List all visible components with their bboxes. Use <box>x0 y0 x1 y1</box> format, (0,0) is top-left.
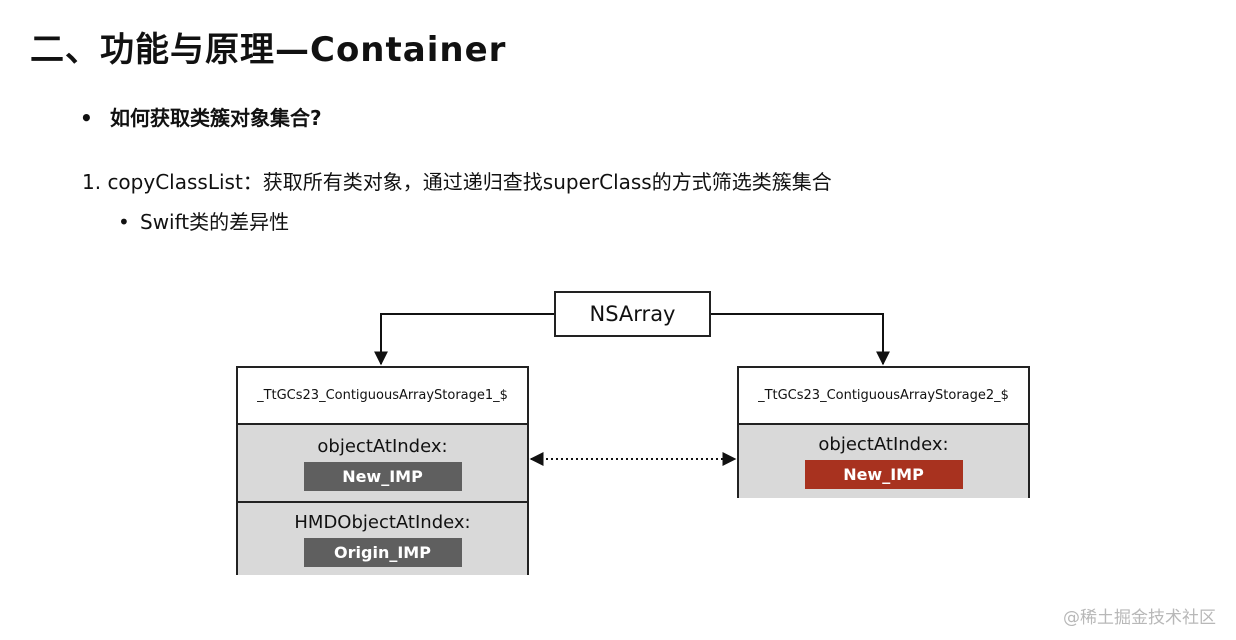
step-one-text: 1. copyClassList：获取所有类对象，通过递归查找superClas… <box>82 170 832 194</box>
left-method1-label: objectAtIndex: <box>317 435 448 457</box>
arrow-to-left-class <box>374 313 554 366</box>
arrow-to-right-class <box>711 313 890 366</box>
swift-bullet: • Swift类的差异性 <box>118 206 289 235</box>
left-method2-section: HMDObjectAtIndex: Origin_IMP <box>238 501 527 575</box>
left-class-box: _TtGCs23_ContiguousArrayStorage1_$ objec… <box>236 366 529 575</box>
left-method1-imp: New_IMP <box>303 461 462 491</box>
bullet-dot: • <box>118 210 130 234</box>
swift-bullet-text: Swift类的差异性 <box>140 210 290 234</box>
question-bullet: • 如何获取类簇对象集合? <box>80 102 322 131</box>
bullet-dot: • <box>80 106 93 130</box>
left-method2-label: HMDObjectAtIndex: <box>294 511 471 533</box>
right-class-box: _TtGCs23_ContiguousArrayStorage2_$ objec… <box>737 366 1030 498</box>
slide-title: 二、功能与原理—Container <box>30 30 507 70</box>
right-method1-label: objectAtIndex: <box>818 434 949 455</box>
left-method1-section: objectAtIndex: New_IMP <box>238 425 527 501</box>
left-method2-imp: Origin_IMP <box>303 537 462 567</box>
question-text: 如何获取类簇对象集合? <box>110 106 322 130</box>
left-class-name: _TtGCs23_ContiguousArrayStorage1_$ <box>238 368 527 425</box>
nsarray-box: NSArray <box>554 291 711 337</box>
right-class-name: _TtGCs23_ContiguousArrayStorage2_$ <box>739 368 1028 425</box>
right-method1-imp: New_IMP <box>804 460 963 489</box>
right-method1-section: objectAtIndex: New_IMP <box>739 425 1028 498</box>
watermark: @稀土掘金技术社区 <box>1063 608 1216 628</box>
